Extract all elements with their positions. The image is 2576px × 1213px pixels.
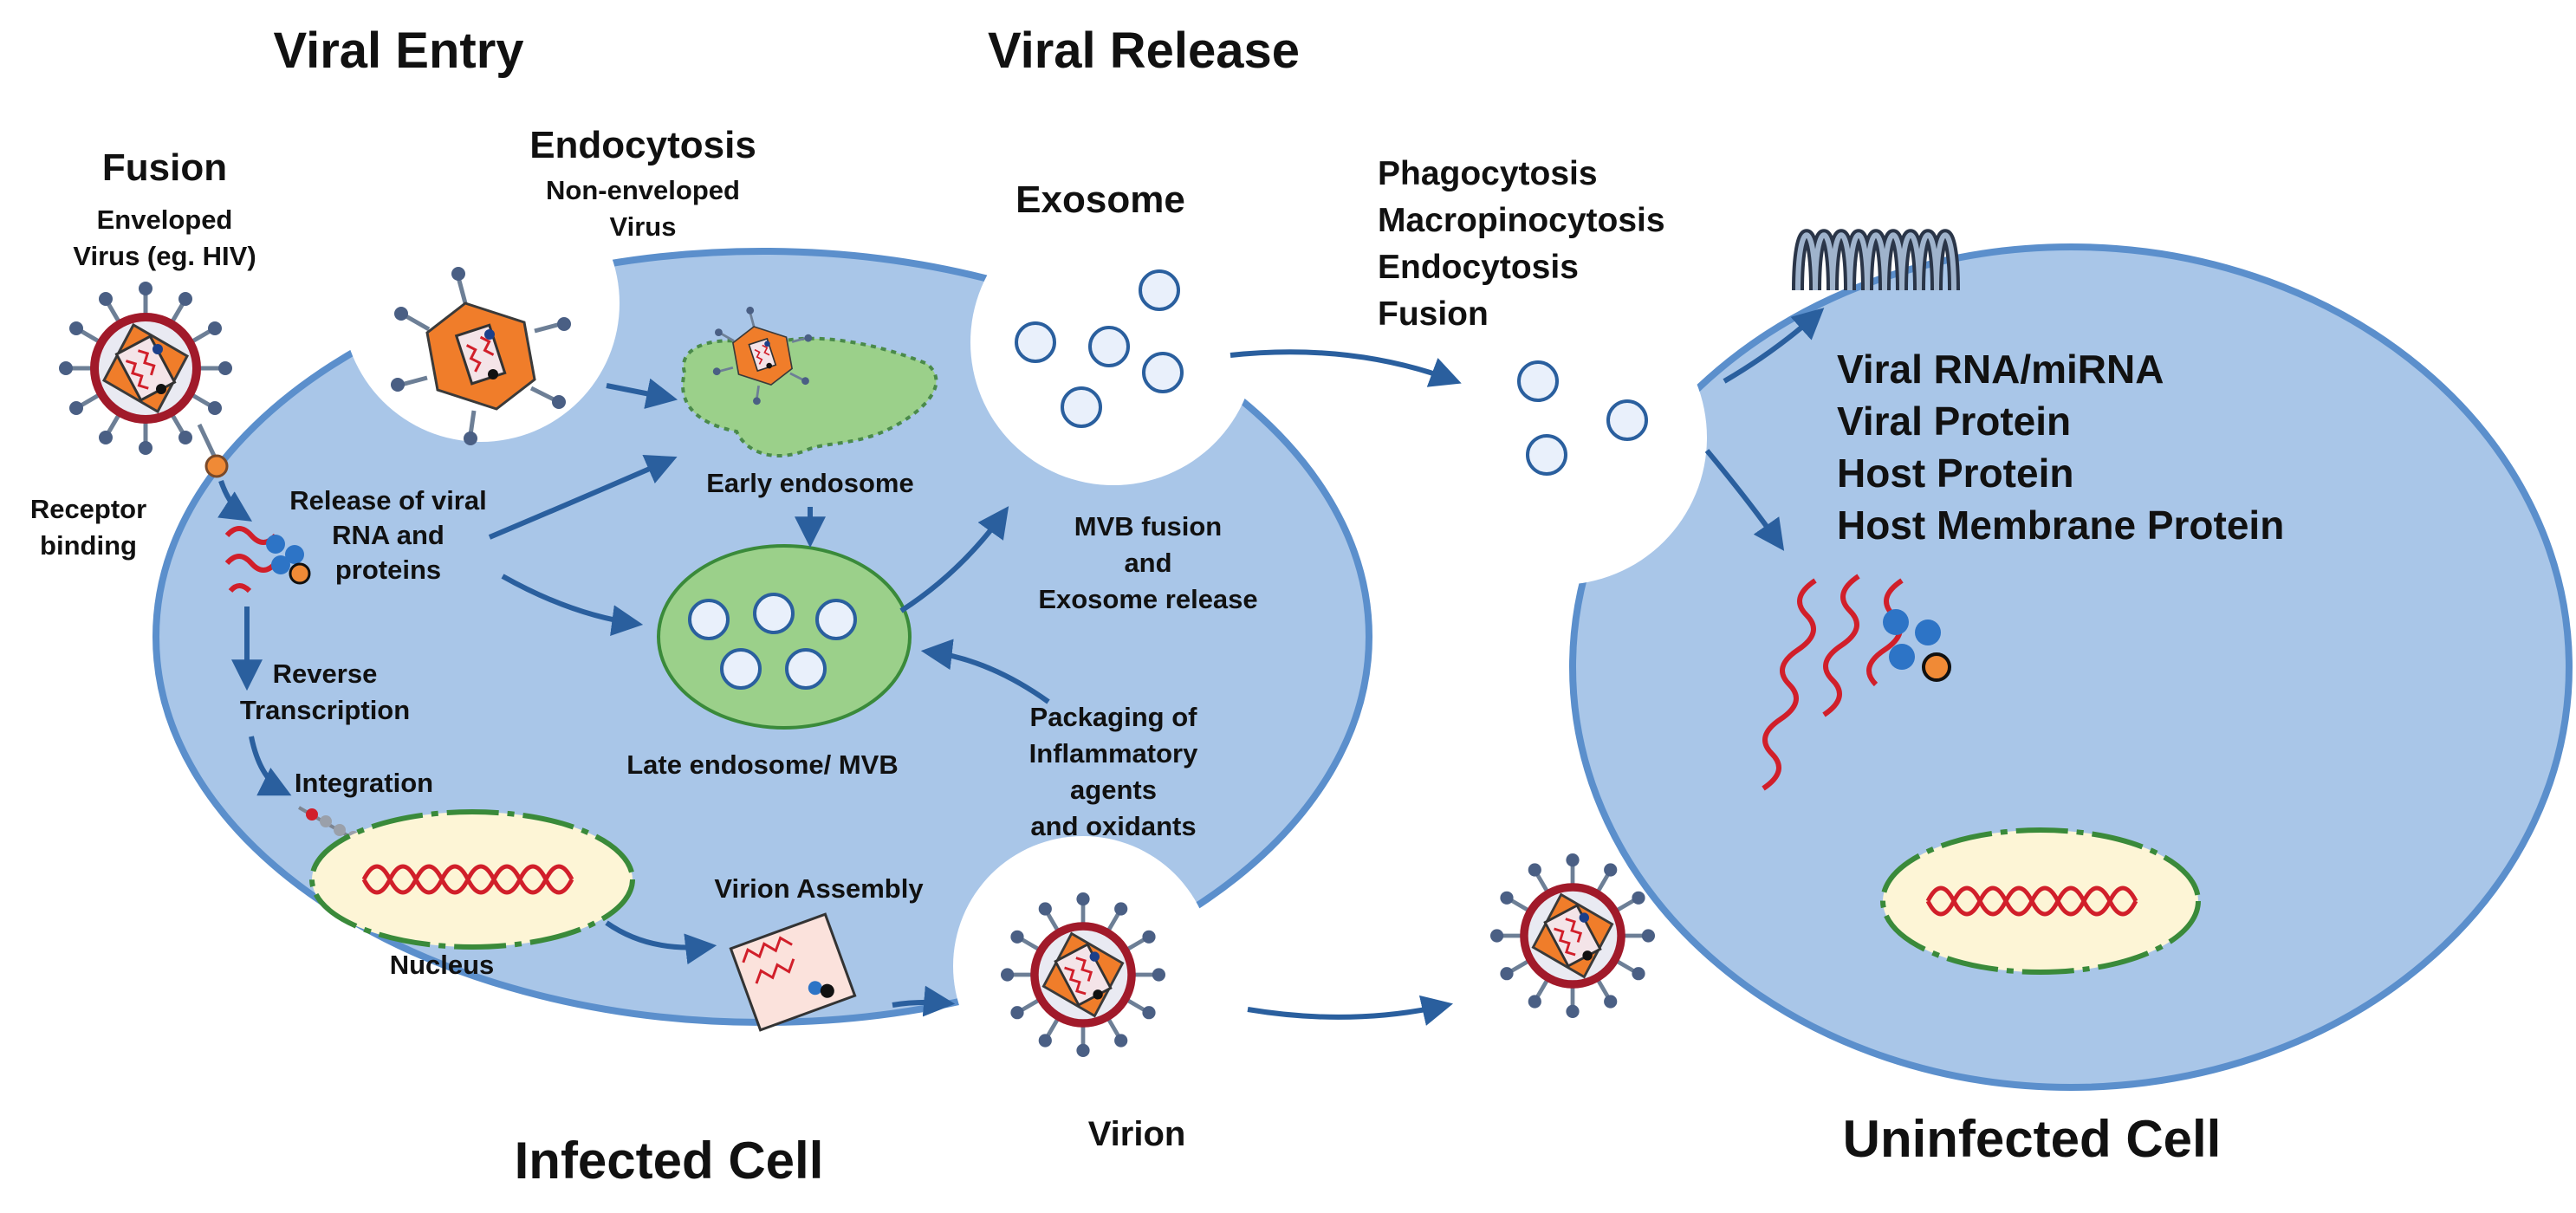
uptake-line3: Endocytosis bbox=[1378, 249, 1579, 286]
virion-label: Virion bbox=[1088, 1115, 1186, 1153]
heading-infected-cell: Infected Cell bbox=[515, 1132, 824, 1190]
arrow-release-to-early bbox=[488, 454, 678, 540]
release-line2: RNA and bbox=[332, 520, 444, 550]
arrow-uptake-to-cargo bbox=[1704, 449, 1785, 551]
nucleus-label: Nucleus bbox=[390, 950, 495, 980]
virion-assembly-label: Virion Assembly bbox=[714, 873, 924, 904]
uninfected-nucleus bbox=[1880, 827, 2201, 975]
heading-viral-release: Viral Release bbox=[988, 23, 1300, 79]
late-endosome-mvb bbox=[657, 544, 912, 730]
cargo-line4: Host Membrane Protein bbox=[1837, 503, 2284, 548]
packaging-line2: Inflammatory bbox=[1029, 738, 1198, 769]
late-endosome-label: Late endosome/ MVB bbox=[626, 749, 899, 780]
receptor-line1: Receptor bbox=[30, 494, 146, 524]
early-endosome-label: Early endosome bbox=[706, 468, 913, 498]
uptake-pocket bbox=[1412, 290, 1707, 585]
arrow-virion-to-uninfected bbox=[1247, 995, 1454, 1026]
fusion-title: Fusion bbox=[102, 146, 227, 189]
endocytosis-pocket bbox=[342, 165, 620, 442]
heading-uninfected-cell: Uninfected Cell bbox=[1843, 1110, 2222, 1168]
delivered-proteins-icon bbox=[1883, 609, 1951, 682]
endocytosis-line1: Non-enveloped bbox=[546, 175, 740, 205]
host-dna-icon bbox=[1925, 885, 2138, 917]
released-proteins-icon bbox=[266, 535, 311, 585]
fusion-line2: Virus (eg. HIV) bbox=[73, 241, 256, 271]
uptake-line2: Macropinocytosis bbox=[1378, 202, 1665, 239]
arrow-fusion-to-release bbox=[217, 480, 253, 522]
packaging-line1: Packaging of bbox=[1030, 702, 1198, 732]
mvb-fusion-line1: MVB fusion bbox=[1074, 511, 1223, 542]
receptor-line2: binding bbox=[40, 530, 137, 561]
packaging-line4: and oxidants bbox=[1030, 811, 1196, 841]
uptake-line1: Phagocytosis bbox=[1378, 155, 1598, 192]
integrated-dna-icon bbox=[361, 864, 574, 895]
reverse-tx-line1: Reverse bbox=[273, 658, 378, 689]
release-line3: proteins bbox=[335, 555, 441, 585]
infected-nucleus bbox=[309, 809, 635, 950]
arrow-exosome-to-uptake bbox=[1230, 349, 1462, 387]
integration-label: Integration bbox=[295, 768, 433, 798]
heading-viral-entry: Viral Entry bbox=[273, 23, 523, 79]
pathway-arrows bbox=[217, 308, 1825, 1026]
arrow-release-to-mvb bbox=[501, 574, 644, 637]
arrow-uptake-to-membrane bbox=[1723, 308, 1825, 384]
assembling-virion-icon bbox=[729, 912, 857, 1032]
arrow-assembly-to-virion bbox=[892, 985, 956, 1017]
release-line1: Release of viral bbox=[289, 485, 486, 516]
exosome-label: Exosome bbox=[1015, 178, 1185, 221]
uninfected-cell bbox=[1412, 243, 2573, 1091]
arrow-nucleus-to-assembly bbox=[605, 920, 717, 965]
arrow-endocytosis-to-early bbox=[606, 378, 678, 410]
cargo-line3: Host Protein bbox=[1837, 451, 2073, 496]
mvb-fusion-line2: and bbox=[1124, 548, 1171, 578]
cargo-line1: Viral RNA/miRNA bbox=[1837, 347, 2164, 392]
endocytosis-line2: Virus bbox=[610, 211, 677, 242]
arrow-reverse-to-integration bbox=[249, 736, 292, 796]
enveloped-virus-icon bbox=[59, 282, 232, 455]
arrow-mvb-to-exosome bbox=[899, 506, 1009, 613]
arrow-packaging-to-mvb bbox=[920, 639, 1050, 704]
uptake-line4: Fusion bbox=[1378, 295, 1489, 333]
host-membrane-protein-icon bbox=[1792, 229, 1960, 291]
mvb-fusion-line3: Exosome release bbox=[1038, 584, 1257, 614]
fusion-line1: Enveloped bbox=[97, 204, 233, 235]
endocytosis-title: Endocytosis bbox=[529, 124, 756, 166]
packaging-line3: agents bbox=[1070, 775, 1157, 805]
cargo-line2: Viral Protein bbox=[1837, 399, 2071, 444]
reverse-tx-line2: Transcription bbox=[240, 695, 410, 725]
attaching-virion-icon bbox=[1490, 853, 1655, 1018]
receptor-icon bbox=[204, 454, 229, 478]
